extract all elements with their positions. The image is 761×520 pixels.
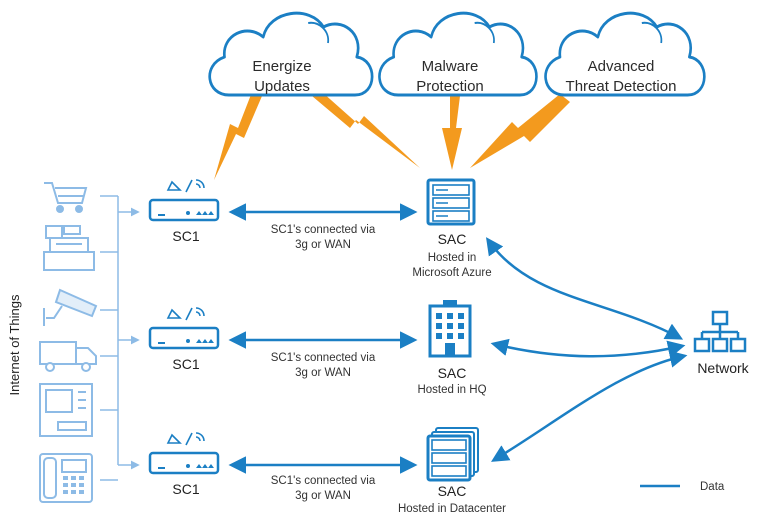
link-label-line1: SC1's connected via bbox=[271, 224, 376, 236]
cash-register-icon bbox=[43, 225, 95, 271]
link-label-line1: SC1's connected via bbox=[271, 352, 376, 364]
cloud-label-line2: Protection bbox=[416, 78, 484, 95]
host-label-line2: Microsoft Azure bbox=[412, 267, 491, 279]
server-label: SAC bbox=[438, 231, 467, 247]
security-camera-icon bbox=[43, 288, 98, 326]
network-icon bbox=[693, 310, 747, 353]
router-icon bbox=[148, 307, 220, 350]
server-rack-icon bbox=[426, 178, 476, 226]
lightning-bolt-icon bbox=[470, 94, 570, 168]
server-cluster-icon bbox=[426, 427, 479, 482]
atm-icon bbox=[39, 383, 93, 437]
lightning-bolt-icon bbox=[442, 96, 462, 170]
router-icon bbox=[148, 432, 220, 475]
device-label: SC1 bbox=[172, 356, 199, 372]
legend-data-label: Data bbox=[700, 481, 725, 493]
legend: Data bbox=[640, 481, 725, 493]
cloud-label-line1: Advanced bbox=[588, 58, 655, 75]
device-label: SC1 bbox=[172, 228, 199, 244]
cloud-energize-updates: Energize Updates bbox=[208, 11, 374, 97]
device-label: SC1 bbox=[172, 481, 199, 497]
host-label-line1: Hosted in Datacenter bbox=[398, 503, 506, 515]
network-links bbox=[485, 237, 688, 462]
office-building-icon bbox=[428, 300, 472, 358]
network-label: Network bbox=[697, 360, 749, 376]
row-datacenter: SC1 SC1's connected via 3g or WAN SAC Ho… bbox=[148, 427, 506, 515]
link-label-line2: 3g or WAN bbox=[295, 367, 351, 379]
iot-side-label: Internet of Things bbox=[7, 294, 22, 395]
cloud-label-line1: Malware bbox=[422, 58, 479, 75]
cloud-label-line2: Updates bbox=[254, 78, 310, 95]
link-label-line2: 3g or WAN bbox=[295, 490, 351, 502]
lightning-bolt-icon bbox=[214, 92, 262, 180]
cloud-malware-protection: Malware Protection bbox=[377, 11, 538, 97]
host-label-line1: Hosted in bbox=[428, 252, 477, 264]
truck-icon bbox=[39, 341, 97, 372]
network-link-azure bbox=[485, 237, 684, 340]
row-azure: SC1 SC1's connected via 3g or WAN SAC Ho… bbox=[148, 178, 492, 279]
iot-bracket bbox=[100, 195, 140, 481]
cloud-label-line2: Threat Detection bbox=[566, 78, 677, 95]
server-label: SAC bbox=[438, 365, 467, 381]
iot-icons bbox=[39, 182, 98, 503]
link-label-line1: SC1's connected via bbox=[271, 475, 376, 487]
network-link-datacenter bbox=[491, 350, 688, 462]
link-label-line2: 3g or WAN bbox=[295, 239, 351, 251]
phone-icon bbox=[39, 453, 93, 503]
server-label: SAC bbox=[438, 483, 467, 499]
lightning-bolts bbox=[214, 92, 570, 180]
router-icon bbox=[148, 179, 220, 222]
cloud-advanced-threat-detection: Advanced Threat Detection bbox=[544, 11, 706, 97]
host-label-line1: Hosted in HQ bbox=[417, 384, 486, 396]
lightning-bolt-icon bbox=[312, 92, 420, 168]
network-link-hq bbox=[490, 338, 686, 358]
row-hq: SC1 SC1's connected via 3g or WAN SAC Ho… bbox=[148, 300, 487, 396]
shopping-cart-icon bbox=[44, 182, 88, 213]
cloud-label-line1: Energize bbox=[252, 58, 311, 75]
